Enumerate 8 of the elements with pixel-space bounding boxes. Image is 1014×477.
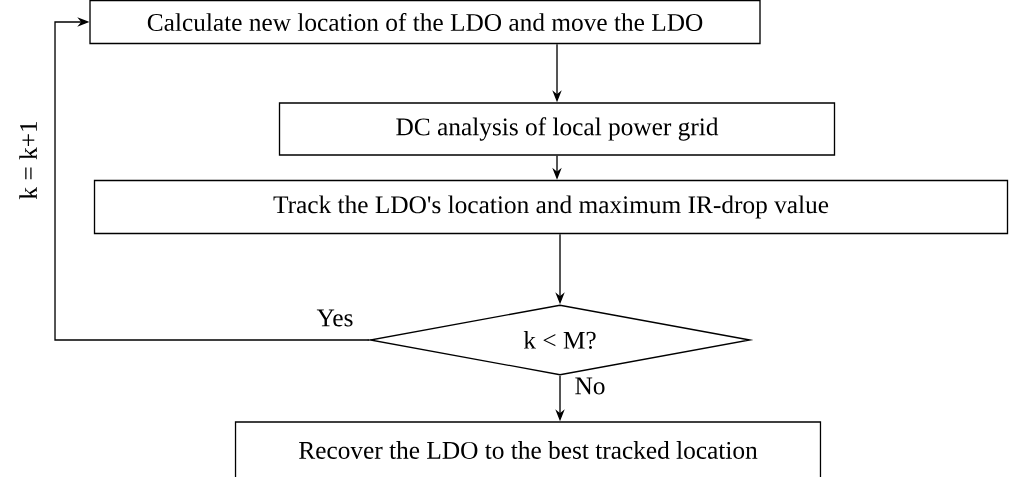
edge-label: Yes [316,309,353,327]
arrow [54,17,370,341]
process-box: Track the LDO's location and maximum IR-drop value [93,179,1009,235]
process-box: Calculate new location of the LDO and move the LDO [89,0,761,45]
process-box: DC analysis of local power grid [278,102,836,156]
loop-label: k = k+1 [19,121,37,200]
process-box: Recover the LDO to the best tracked location [234,421,822,477]
edge-label: No [575,377,605,395]
